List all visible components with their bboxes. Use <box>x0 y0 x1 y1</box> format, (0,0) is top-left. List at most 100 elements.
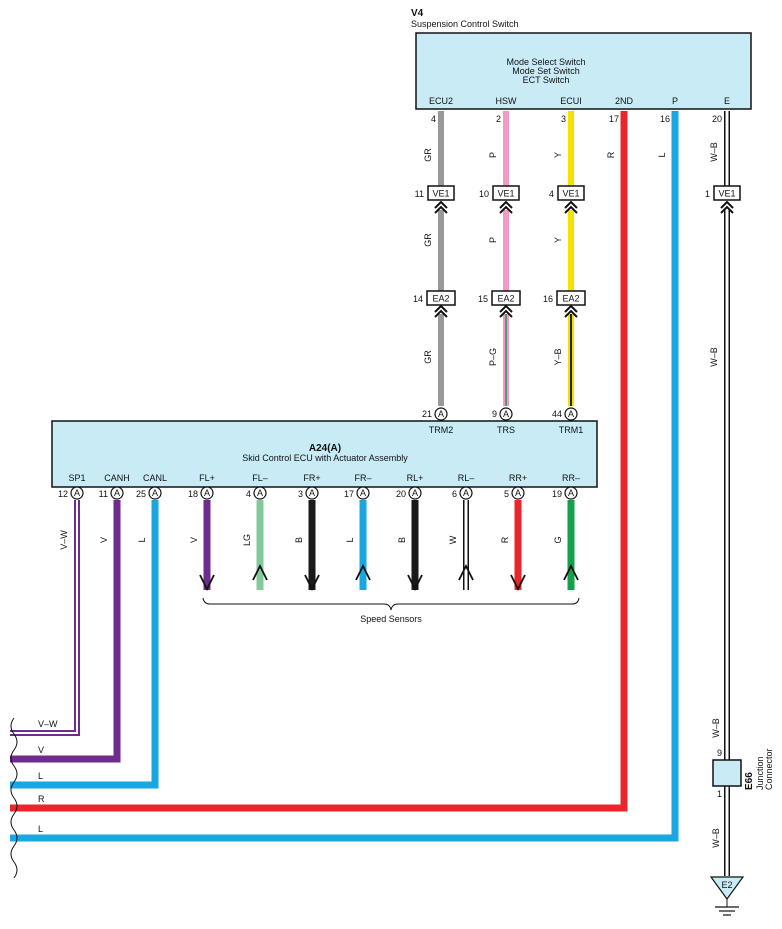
a24-bottom-connector: A <box>200 486 214 500</box>
arrow-down-icon <box>407 574 423 592</box>
a24-bottom-connector: A <box>305 486 319 500</box>
wires <box>10 111 730 876</box>
a24-bottom-pin-name: FR– <box>354 473 371 483</box>
e66-junction: 9 1 E66 Junction Connector W–B W–B <box>711 718 774 848</box>
a24-wire-color: L <box>137 537 147 542</box>
ground-label: E2 <box>721 880 732 890</box>
low-wire-color: Y–B <box>553 348 563 365</box>
a24-wire-color: V <box>99 537 109 543</box>
speed-sensors-label: Speed Sensors <box>360 614 422 624</box>
v4-line-2: Mode Set Switch <box>512 66 580 76</box>
v4-pin-number: 16 <box>660 114 670 124</box>
e66-name-2: Connector <box>764 748 774 790</box>
v4-pin-name: ECUI <box>560 96 582 106</box>
e66-pin-bottom: 1 <box>717 789 722 799</box>
a24-ecu: A24(A) Skid Control ECU with Actuator As… <box>51 407 598 592</box>
e66-name-1: Junction <box>755 756 765 790</box>
a24-bottom-pin-name: FR+ <box>303 473 320 483</box>
low-wire-color: P–G <box>488 348 498 366</box>
a24-bottom-pin-number: 25 <box>136 489 146 499</box>
a24-bottom-connector: A <box>356 486 370 500</box>
a24-bottom-pin-number: 4 <box>246 489 251 499</box>
connector-letter: A <box>152 488 158 498</box>
a24-bottom-pin-number: 17 <box>344 489 354 499</box>
v4-pin-number: 20 <box>712 114 722 124</box>
v4-pin-name: E <box>724 96 730 106</box>
arrow-up-icon <box>252 563 268 581</box>
a24-wire-color: L <box>345 537 355 542</box>
e66-code: E66 <box>744 772 755 790</box>
left-wire-label: V–W <box>38 719 58 729</box>
a24-bottom-pin-name: FL– <box>252 473 268 483</box>
a24-bottom-pin-number: 3 <box>298 489 303 499</box>
mid-wire-color: W–B <box>709 347 719 367</box>
connector-letter: A <box>309 488 315 498</box>
a24-wire-color: V <box>189 537 199 543</box>
arrow-up-icon <box>355 563 371 581</box>
a24-top-pin-number: 44 <box>552 409 562 419</box>
a24-bottom-connector: A <box>511 486 525 500</box>
a24-top-pin-number: 9 <box>492 409 497 419</box>
left-wire-label: L <box>38 824 43 834</box>
v4-pin-number: 3 <box>561 114 566 124</box>
connector-letter: A <box>74 488 80 498</box>
ve1-label: VE1 <box>562 189 579 199</box>
a24-bottom-pin-name: CANH <box>104 473 130 483</box>
ea2-label: EA2 <box>562 294 579 304</box>
a24-bottom-pin-name: RR– <box>562 473 580 483</box>
a24-title: Skid Control ECU with Actuator Assembly <box>242 453 408 463</box>
connector-letter: A <box>515 488 521 498</box>
e66-box <box>712 759 742 787</box>
ea2-pin-number: 14 <box>413 294 423 304</box>
ground-triangle <box>709 876 745 901</box>
arrow-down-icon <box>199 574 215 592</box>
a24-bottom-pin-name: RR+ <box>509 473 527 483</box>
v4-wire-color: P <box>488 152 498 158</box>
a24-bottom-pin-name: SP1 <box>68 473 85 483</box>
arrow-down-icon <box>510 574 526 592</box>
a24-top-connector: A <box>499 407 513 421</box>
a24-wire-color: R <box>500 536 510 543</box>
ea2-label: EA2 <box>497 294 514 304</box>
v4-pin-number: 2 <box>496 114 501 124</box>
a24-top-connector: A <box>434 407 448 421</box>
connector-letter: A <box>360 488 366 498</box>
connector-letter: A <box>503 409 509 419</box>
low-wire-color: GR <box>423 350 433 364</box>
v4-box <box>415 32 752 110</box>
v4-wire-color: L <box>657 152 667 157</box>
ve1-label: VE1 <box>718 189 735 199</box>
v4-line-3: ECT Switch <box>523 75 570 85</box>
a24-top-connector: A <box>564 407 578 421</box>
a24-top-pin-name: TRS <box>497 425 515 435</box>
v4-pin-number: 4 <box>431 114 436 124</box>
e66-wire-top: W–B <box>711 718 721 738</box>
e66-pin-top: 9 <box>717 748 722 758</box>
v4-wire-color: W–B <box>709 142 719 162</box>
v4-pin-name: P <box>672 96 678 106</box>
a24-bottom-pin-number: 12 <box>58 489 68 499</box>
e66-wire-bottom: W–B <box>711 828 721 848</box>
a24-bottom-pin-number: 11 <box>99 489 108 499</box>
ve1-label: VE1 <box>497 189 514 199</box>
a24-top-pin-name: TRM1 <box>559 425 584 435</box>
mid-wire-color: Y <box>553 237 563 243</box>
connector-letter: A <box>438 409 444 419</box>
a24-bottom-pin-name: RL+ <box>407 473 424 483</box>
arrow-down-icon <box>304 574 320 592</box>
a24-box <box>51 420 598 488</box>
a24-wire-color: G <box>553 536 563 543</box>
a24-bottom-pin-number: 18 <box>188 489 198 499</box>
a24-bottom-connector: A <box>70 486 84 500</box>
a24-bottom-pin-name: RL– <box>458 473 475 483</box>
wire-canh <box>10 500 121 763</box>
a24-wire-color: B <box>294 537 304 543</box>
